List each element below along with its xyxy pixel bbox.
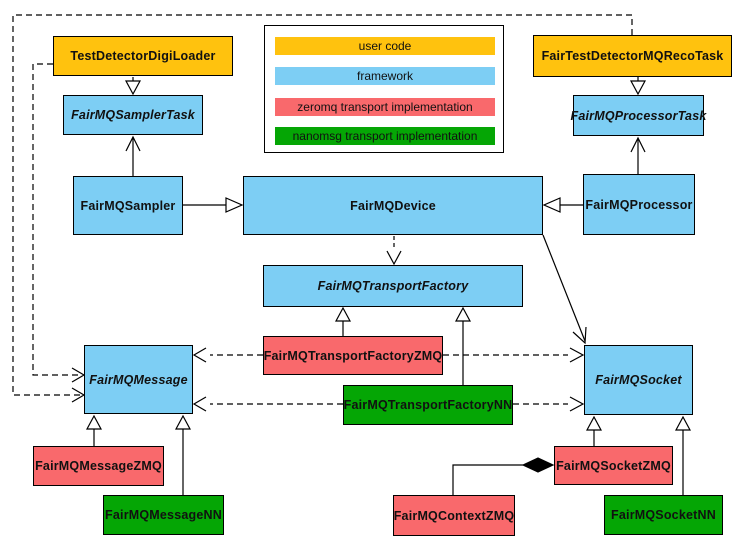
dependency-factorynn-socket <box>513 396 585 412</box>
arrow-device-to-socket <box>542 234 587 345</box>
node-fairmqtransportfactoryzmq: FairMQTransportFactoryZMQ <box>263 336 443 375</box>
node-fairmqsamplertask: FairMQSamplerTask <box>63 95 203 135</box>
legend-framework: framework <box>275 67 495 85</box>
arrow-sampler-to-samplertask <box>125 135 141 176</box>
node-fairtestdetectormqrecotask: FairTestDetectorMQRecoTask <box>533 35 732 77</box>
inheritance-socketzmq-socket <box>585 415 603 446</box>
dependency-device-transportfactory <box>386 236 402 266</box>
inheritance-factorynn-factory <box>454 306 472 385</box>
arrow-processor-to-processortask <box>630 136 646 174</box>
node-fairmqdevice: FairMQDevice <box>243 176 543 235</box>
legend-user-code: user code <box>275 37 495 55</box>
legend-nanomsg-transport: nanomsg transport implementation <box>275 127 495 145</box>
node-fairmqsocketzmq: FairMQSocketZMQ <box>554 446 673 485</box>
dependency-factoryzmq-socket <box>443 347 585 363</box>
node-fairmqmessagenn: FairMQMessageNN <box>103 495 224 535</box>
inheritance-recotask-processortask <box>629 77 647 96</box>
node-fairmqtransportfactorynn: FairMQTransportFactoryNN <box>343 385 513 425</box>
inheritance-factoryzmq-factory <box>334 306 352 336</box>
node-fairmqmessage: FairMQMessage <box>84 345 193 414</box>
node-fairmqcontextzmq: FairMQContextZMQ <box>393 495 515 536</box>
node-fairmqprocessortask: FairMQProcessorTask <box>570 95 706 136</box>
inheritance-messagezmq-message <box>85 414 103 446</box>
node-fairmqsampler: FairMQSampler <box>73 176 183 235</box>
node-fairmqsocketnn: FairMQSocketNN <box>604 495 723 535</box>
inheritance-digiloader-samplertask <box>124 77 142 96</box>
inheritance-socketnn-socket <box>674 415 692 495</box>
node-fairmqmessagezmq: FairMQMessageZMQ <box>33 446 164 486</box>
inheritance-processor-device <box>542 197 583 213</box>
inheritance-messagenn-message <box>174 414 192 495</box>
node-fairmqsocket: FairMQSocket <box>584 345 693 415</box>
node-fairmqprocessor: FairMQProcessor <box>583 174 695 235</box>
composition-contextzmq-socketzmq <box>452 457 555 495</box>
node-fairmqtransportfactory: FairMQTransportFactory <box>263 265 523 307</box>
node-testdetectordigiloader: TestDetectorDigiLoader <box>53 36 233 76</box>
dependency-factoryzmq-message <box>192 347 263 363</box>
legend: user code framework zeromq transport imp… <box>264 25 504 153</box>
dependency-factorynn-message <box>192 396 343 412</box>
legend-zeromq-transport: zeromq transport implementation <box>275 98 495 116</box>
inheritance-sampler-device <box>183 197 244 213</box>
